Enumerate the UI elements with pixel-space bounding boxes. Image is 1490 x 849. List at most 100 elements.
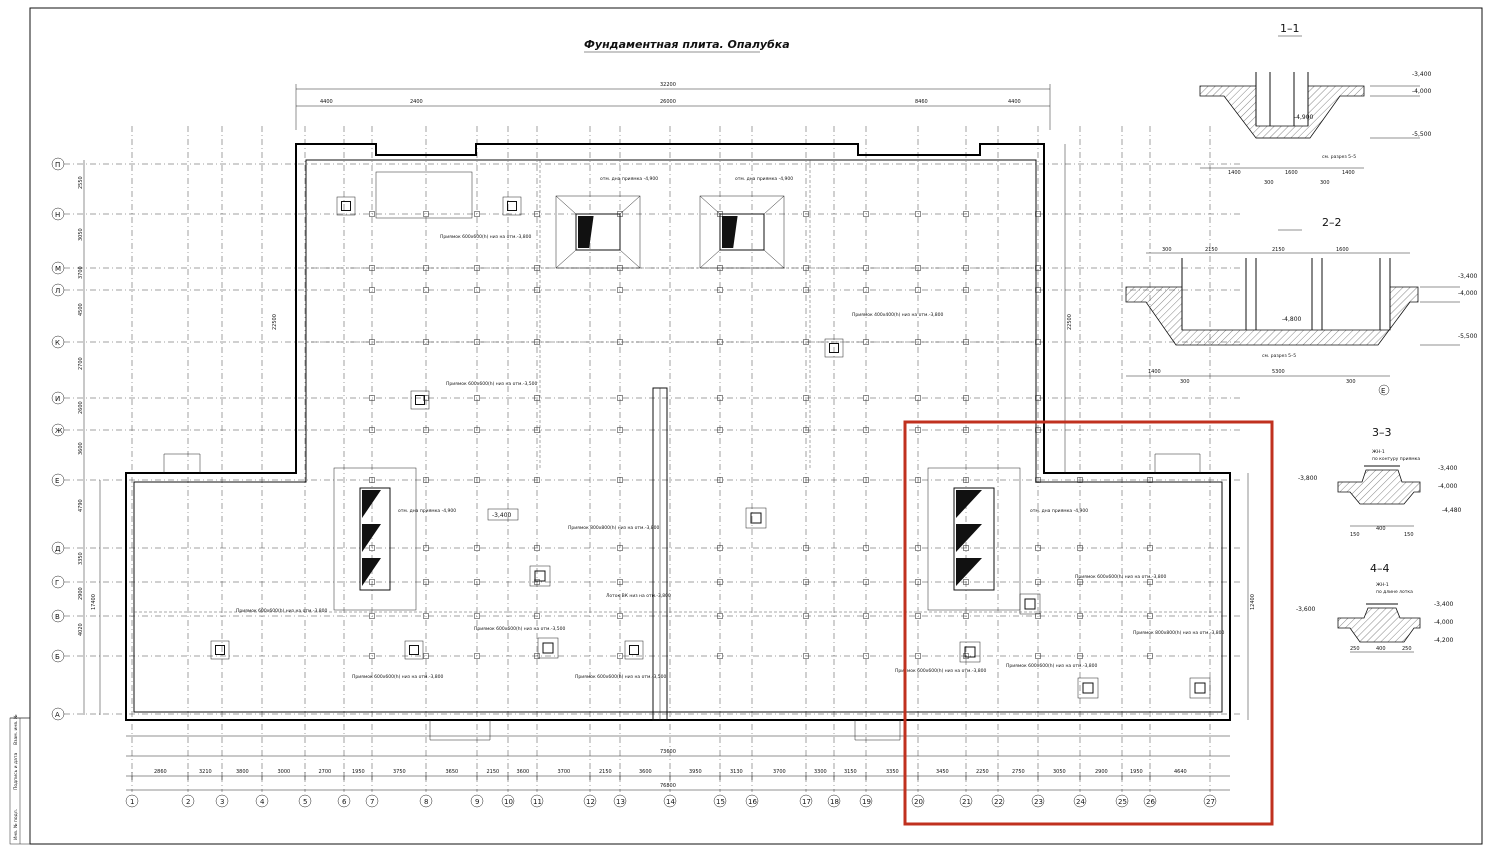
dim-left-center: 22500 — [272, 314, 278, 330]
small-pit — [529, 565, 551, 587]
axis-bubble-v — [827, 794, 841, 808]
column-marker — [617, 395, 623, 401]
column-marker — [1035, 287, 1041, 293]
dim-bottom: 1950 — [1130, 769, 1143, 775]
drawing-title: Фундаментная плита. Опалубка — [584, 38, 790, 51]
small-pit — [210, 640, 230, 660]
column-marker — [474, 427, 480, 433]
dim-bottom: 2860 — [154, 769, 167, 775]
dim-left: 4500 — [78, 303, 84, 316]
column-marker — [423, 477, 429, 483]
s3-label: ЖН-1 — [1372, 449, 1385, 455]
column-marker — [369, 613, 375, 619]
dim-left: 2550 — [78, 176, 84, 189]
dim-bottom: 1950 — [352, 769, 365, 775]
column-marker — [803, 653, 809, 659]
dim-left: 3050 — [78, 228, 84, 241]
column-marker — [717, 545, 723, 551]
axis-label-v: 12 — [586, 798, 595, 806]
s3-level-4: -4,480 — [1442, 507, 1462, 514]
column-marker — [963, 339, 969, 345]
axis-label-h: Б — [55, 653, 60, 661]
s2-level-3: -5,500 — [1458, 333, 1478, 340]
axis-label-v: 11 — [533, 798, 542, 806]
note-pit-3: отм. дна приямка -4,900 — [1030, 508, 1088, 514]
dim-bottom: 3950 — [689, 769, 702, 775]
axis-bubble-v — [745, 794, 759, 808]
sheet-frame — [29, 7, 1483, 845]
s3-dim-3: 150 — [1404, 532, 1414, 538]
section-1-1: 1–1 -3,400 -4,000 -5,500 -4,900 см. разр… — [1199, 22, 1432, 186]
pits-layer — [210, 195, 1211, 699]
column-marker — [474, 613, 480, 619]
column-marker — [617, 427, 623, 433]
column-marker — [1035, 265, 1041, 271]
small-pit — [502, 196, 522, 216]
column-marker — [963, 653, 969, 659]
note-600-b1: Приямок 600х600(h) низ на отм.-3,800 — [895, 668, 986, 674]
axis-label-v: 4 — [260, 798, 265, 806]
axis-bubble-v — [255, 794, 269, 808]
axis-bubble-v — [991, 794, 1005, 808]
dim-bottom: 3600 — [639, 769, 652, 775]
column-marker — [863, 477, 869, 483]
s4-label: ЖН-1 — [1376, 582, 1389, 588]
section-2-2: 2–2 -3,400 -4,000 -5,500 -4,800 см. разр… — [1125, 216, 1478, 396]
note-600-mid: Приямок 600х600(h) низ на отм.-3,500 — [446, 381, 537, 387]
s2-dim-b3: 5300 — [1272, 369, 1285, 375]
axis-bubble-h — [51, 335, 65, 349]
note-600-b2: Приямок 600х600(h) низ на отм.-3,800 — [1006, 663, 1097, 669]
axis-bubble-h — [51, 283, 65, 297]
s2-axis: Е — [1381, 387, 1385, 395]
deep-pit — [699, 195, 785, 269]
note-mid-3: Приямок 600х600(h) низ на отм.-3,800 — [352, 674, 443, 680]
dim-left: 3700 — [78, 266, 84, 279]
column-marker — [717, 477, 723, 483]
s1-note: см. разрез 5–5 — [1322, 154, 1356, 160]
axis-bubble-h — [51, 473, 65, 487]
column-marker — [963, 211, 969, 217]
small-pit — [1077, 677, 1099, 699]
small-pit — [824, 338, 844, 358]
column-marker — [1035, 653, 1041, 659]
s2-dim-b2: 300 — [1180, 379, 1190, 385]
axis-label-h: К — [55, 339, 60, 347]
axis-bubble-v — [419, 794, 433, 808]
column-marker — [863, 287, 869, 293]
column-marker — [369, 579, 375, 585]
column-marker — [803, 265, 809, 271]
axis-bubble-v — [911, 794, 925, 808]
s3-dim-2: 400 — [1376, 526, 1386, 532]
axis-bubble-v — [470, 794, 484, 808]
column-marker — [617, 287, 623, 293]
column-marker — [534, 265, 540, 271]
column-marker — [369, 395, 375, 401]
axis-label-h: Ж — [55, 427, 63, 435]
small-pit — [745, 507, 767, 529]
axis-bubble-h — [51, 609, 65, 623]
column-marker — [534, 427, 540, 433]
axis-label-v: 3 — [220, 798, 224, 806]
small-pit — [336, 196, 356, 216]
deep-pit-tall — [333, 467, 417, 611]
column-marker — [915, 339, 921, 345]
s1-level-3: -5,500 — [1412, 131, 1432, 138]
column-marker — [474, 265, 480, 271]
s2-inner: -4,800 — [1282, 316, 1302, 323]
column-marker — [617, 653, 623, 659]
column-marker — [423, 395, 429, 401]
small-pit — [404, 640, 424, 660]
axis-label-h: Н — [55, 211, 60, 219]
dim-top-total: 32200 — [660, 82, 676, 88]
axis-bubble-v — [181, 794, 195, 808]
column-marker — [1035, 427, 1041, 433]
axis-bubble-v — [1203, 794, 1217, 808]
dim-bottom: 3800 — [236, 769, 249, 775]
column-marker — [474, 339, 480, 345]
column-marker — [1077, 579, 1083, 585]
axis-bubble-v — [125, 794, 139, 808]
highlight-frame[interactable] — [903, 420, 1274, 826]
axis-label-v: 17 — [802, 798, 811, 806]
